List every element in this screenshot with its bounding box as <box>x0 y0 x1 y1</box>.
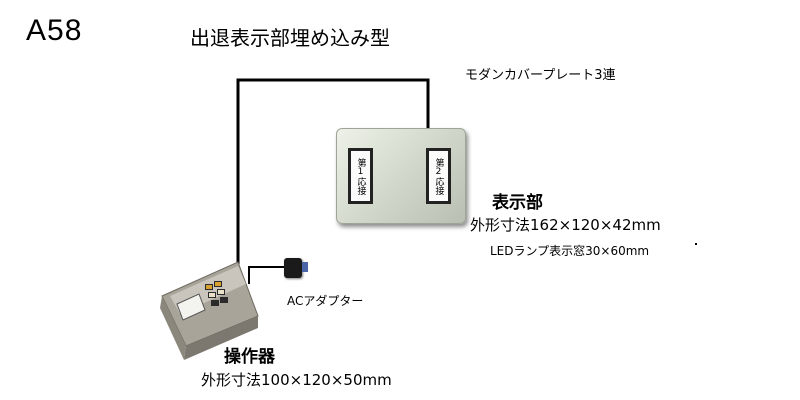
stray-dot <box>695 243 697 245</box>
page-title: 出退表示部埋め込み型 <box>190 26 390 50</box>
display-window-2-text: 第2応接 <box>429 151 448 201</box>
display-window-1: 第1応接 <box>348 148 373 204</box>
ac-adapter-plug <box>302 262 308 272</box>
display-unit-led: LEDランプ表示窓30×60mm <box>490 244 650 258</box>
display-cable <box>236 78 430 272</box>
operator-name: 操作器 <box>224 347 275 367</box>
display-unit-size: 外形寸法162×120×42mm <box>470 216 661 234</box>
display-panel: 第1応接 第2応接 <box>336 128 466 224</box>
ac-adapter <box>284 258 302 278</box>
operator-size: 外形寸法100×120×50mm <box>201 371 392 389</box>
display-unit-name: 表示部 <box>492 193 543 213</box>
display-window-1-text: 第1応接 <box>351 151 370 201</box>
adapter-cable <box>248 266 284 284</box>
plate-label: モダンカバープレート3連 <box>465 68 616 83</box>
operator-device <box>160 261 259 360</box>
ac-adapter-label: ACアダプター <box>287 294 364 308</box>
product-code: A58 <box>26 14 83 47</box>
display-window-2: 第2応接 <box>426 148 451 204</box>
